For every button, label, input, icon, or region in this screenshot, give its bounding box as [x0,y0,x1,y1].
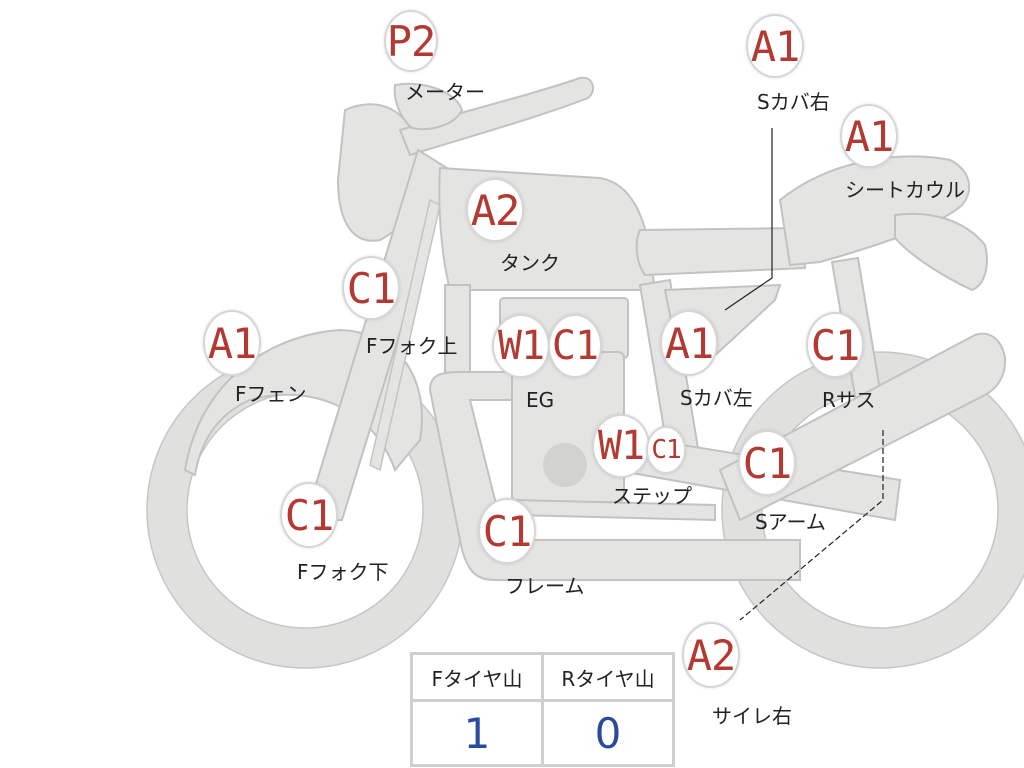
front-fork-rear-leg [369,198,441,472]
handlebar-shape [398,76,595,157]
part-label-step: ステップ [612,484,692,508]
part-label-seat-cowl: シートカウル [845,178,965,202]
seat-shape [635,226,807,277]
meter-shape [393,82,464,130]
part-label-f-fork-lower: Fフォク下 [297,560,389,584]
front-tire-header: Fタイヤ山 [410,652,544,702]
grade-badge-step: W1 [592,414,650,478]
grade-badge-muffler-right: A2 [682,622,740,688]
grade-badge-f-fork-upper: C1 [342,256,400,320]
leader-line-muffler [739,430,884,621]
grade-badge-swing-arm: C1 [738,430,796,496]
grade-badge-step-secondary: C1 [646,426,686,474]
grade-badge-seat-cowl: A1 [840,104,898,168]
rear-tire-value: 0 [541,699,675,767]
tire-tread-table: Fタイヤ山 Rタイヤ山 1 0 [410,652,675,767]
part-label-f-fork-upper: Fフォク上 [366,334,458,358]
part-label-engine: EG [526,388,555,412]
part-label-r-suspension: Rサス [822,388,876,412]
part-label-s-cover-right: Sカバ右 [757,90,830,114]
front-tire-value: 1 [410,699,544,767]
grade-badge-frame: C1 [478,498,536,564]
part-label-s-cover-left: Sカバ左 [680,386,753,410]
grade-badge-engine-secondary: C1 [548,314,602,378]
part-label-tank: タンク [500,251,560,275]
grade-badge-s-cover-left: A1 [660,310,718,376]
grade-badge-r-suspension: C1 [806,312,864,378]
grade-badge-s-cover-right: A1 [746,14,804,78]
rear-tire-header: Rタイヤ山 [541,652,675,702]
grade-badge-engine: W1 [492,314,550,378]
tail-light-shape [894,212,988,292]
part-label-meter: メーター [405,80,485,104]
part-label-frame: フレーム [505,574,585,598]
grade-badge-f-fork-lower: C1 [280,482,338,548]
engine-cover [543,443,587,487]
front-fork-shape [303,148,452,521]
grade-badge-tank: A2 [466,178,524,242]
part-label-f-fender: Fフェン [235,382,307,406]
part-label-swing-arm: Sアーム [755,510,826,534]
grade-badge-f-fender: A1 [203,310,261,376]
grade-badge-meter: P2 [384,10,438,72]
part-label-muffler-right: サイレ右 [712,704,792,728]
leader-line-scover-right [724,128,773,311]
